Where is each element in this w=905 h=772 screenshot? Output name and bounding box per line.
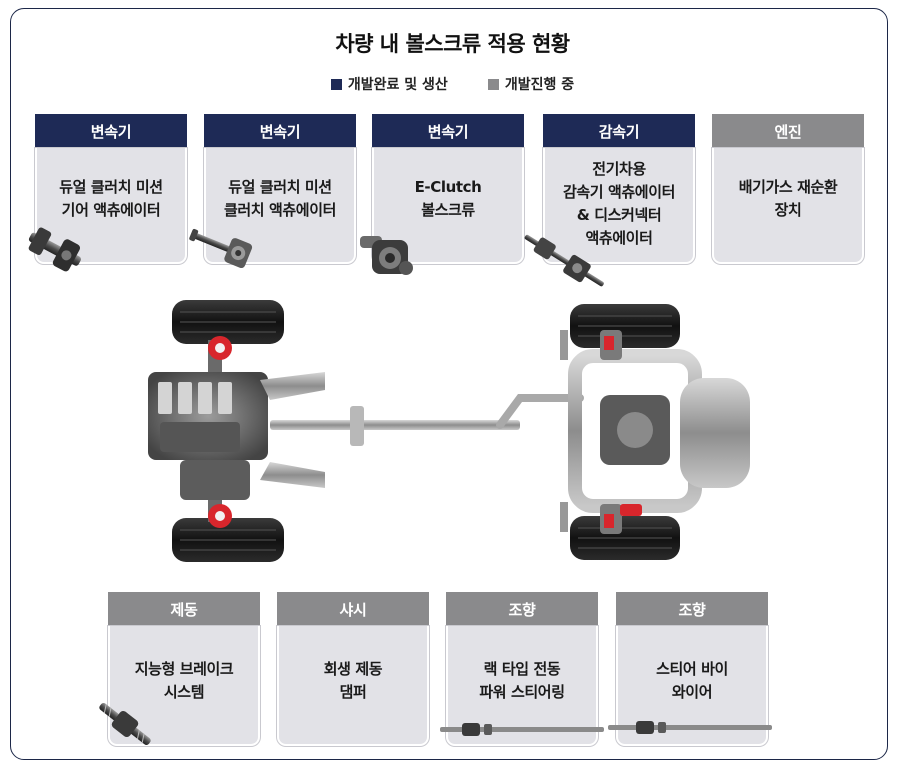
card-description: E-Clutch 볼스크류 bbox=[415, 176, 482, 222]
card-line: 기어 액츄에이터 bbox=[61, 201, 161, 219]
rack-ballscrew-icon bbox=[440, 723, 604, 736]
card-category: 엔진 bbox=[712, 114, 864, 148]
card-body: 전기차용 감속기 액츄에이터 & 디스커넥터 액츄에이터 bbox=[543, 148, 695, 264]
reducer-actuator-icon bbox=[524, 234, 604, 287]
brake-ballscrew-icon bbox=[99, 702, 151, 746]
page-title: 차량 내 볼스크류 적용 현황 bbox=[335, 32, 570, 56]
card-description: 지능형 브레이크 시스템 bbox=[135, 658, 234, 704]
card-line: E-Clutch bbox=[414, 178, 482, 196]
card-e-clutch: 변속기 E-Clutch 볼스크류 bbox=[372, 114, 524, 264]
legend-swatch-done bbox=[330, 78, 342, 90]
card-description: 스티어 바이 와이어 bbox=[656, 658, 728, 704]
card-line: 파워 스티어링 bbox=[479, 683, 565, 701]
card-category: 변속기 bbox=[372, 114, 524, 148]
transmission bbox=[180, 460, 250, 500]
legend-item-progress: 개발진행 중 bbox=[487, 74, 575, 94]
card-line: 감속기 액츄에이터 bbox=[562, 183, 676, 201]
card-category: 감속기 bbox=[543, 114, 695, 148]
legend-swatch-progress bbox=[487, 78, 499, 90]
drive-shaft bbox=[270, 420, 520, 430]
legend-item-done: 개발완료 및 생산 bbox=[330, 74, 448, 94]
card-body: 회생 제동 댐퍼 bbox=[277, 626, 429, 746]
card-line: & 디스커넥터 bbox=[576, 206, 662, 224]
card-category: 샤시 bbox=[277, 592, 429, 626]
card-line: 액츄에이터 bbox=[585, 229, 653, 247]
card-regen-damper: 샤시 회생 제동 댐퍼 bbox=[277, 592, 429, 746]
card-line: 장치 bbox=[774, 201, 802, 219]
card-dct-gear-actuator: 변속기 듀얼 클러치 미션 기어 액츄에이터 bbox=[35, 114, 187, 264]
card-category: 조향 bbox=[446, 592, 598, 626]
steer-by-wire-icon bbox=[608, 721, 772, 734]
card-description: 랙 타입 전동 파워 스티어링 bbox=[479, 658, 565, 704]
card-line: 볼스크류 bbox=[421, 201, 475, 219]
card-category: 제동 bbox=[108, 592, 260, 626]
card-line: 전기차용 bbox=[592, 160, 646, 178]
card-category: 변속기 bbox=[35, 114, 187, 148]
card-line: 배기가스 재순환 bbox=[738, 178, 838, 196]
vehicle-chassis-illustration bbox=[148, 300, 750, 562]
card-line: 듀얼 클러치 미션 bbox=[59, 178, 163, 196]
card-line: 댐퍼 bbox=[339, 683, 367, 701]
gear-actuator-icon bbox=[28, 227, 81, 272]
card-body: 배기가스 재순환 장치 bbox=[712, 148, 864, 264]
e-clutch-ballscrew-icon bbox=[360, 236, 413, 275]
card-category: 변속기 bbox=[204, 114, 356, 148]
card-line: 랙 타입 전동 bbox=[483, 660, 561, 678]
card-line: 시스템 bbox=[163, 683, 205, 701]
card-description: 전기차용 감속기 액츄에이터 & 디스커넥터 액츄에이터 bbox=[563, 158, 675, 250]
card-description: 듀얼 클러치 미션 기어 액츄에이터 bbox=[59, 176, 163, 222]
card-body: 듀얼 클러치 미션 클러치 액츄에이터 bbox=[204, 148, 356, 264]
legend-label-done: 개발완료 및 생산 bbox=[347, 77, 448, 93]
card-category: 조향 bbox=[616, 592, 768, 626]
card-line: 지능형 브레이크 bbox=[134, 660, 234, 678]
card-line: 스티어 바이 bbox=[656, 660, 728, 678]
legend-label-progress: 개발진행 중 bbox=[504, 77, 575, 93]
card-line: 클러치 액츄에이터 bbox=[223, 201, 337, 219]
legend: 개발완료 및 생산 개발진행 중 bbox=[0, 74, 905, 94]
card-ev-reducer-actuator: 감속기 전기차용 감속기 액츄에이터 & 디스커넥터 액츄에이터 bbox=[543, 114, 695, 264]
card-description: 듀얼 클러치 미션 클러치 액츄에이터 bbox=[224, 176, 336, 222]
clutch-actuator-icon bbox=[189, 229, 253, 269]
card-dct-clutch-actuator: 변속기 듀얼 클러치 미션 클러치 액츄에이터 bbox=[204, 114, 356, 264]
card-line: 듀얼 클러치 미션 bbox=[228, 178, 332, 196]
card-description: 회생 제동 댐퍼 bbox=[323, 658, 383, 704]
card-description: 배기가스 재순환 장치 bbox=[739, 176, 838, 222]
card-line: 와이어 bbox=[671, 683, 713, 701]
card-egr: 엔진 배기가스 재순환 장치 bbox=[712, 114, 864, 264]
card-body: 듀얼 클러치 미션 기어 액츄에이터 bbox=[35, 148, 187, 264]
card-line: 회생 제동 bbox=[323, 660, 383, 678]
